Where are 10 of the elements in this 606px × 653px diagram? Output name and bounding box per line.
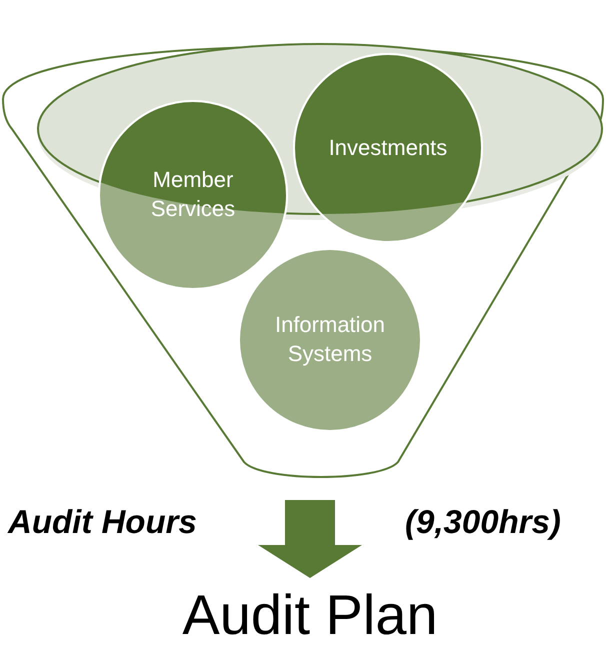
node-text: Information Systems (274, 311, 386, 368)
title-text: Audit Plan (182, 582, 438, 646)
annotation-text: (9,300hrs) (405, 503, 561, 541)
block-arrow (258, 500, 362, 578)
circle-node (293, 53, 483, 243)
circle-node (98, 100, 288, 290)
annotation-text: Audit Hours (8, 503, 197, 541)
circle-node (238, 248, 422, 432)
node-text: Investments (328, 134, 448, 162)
node-text: Member Services (150, 166, 236, 223)
